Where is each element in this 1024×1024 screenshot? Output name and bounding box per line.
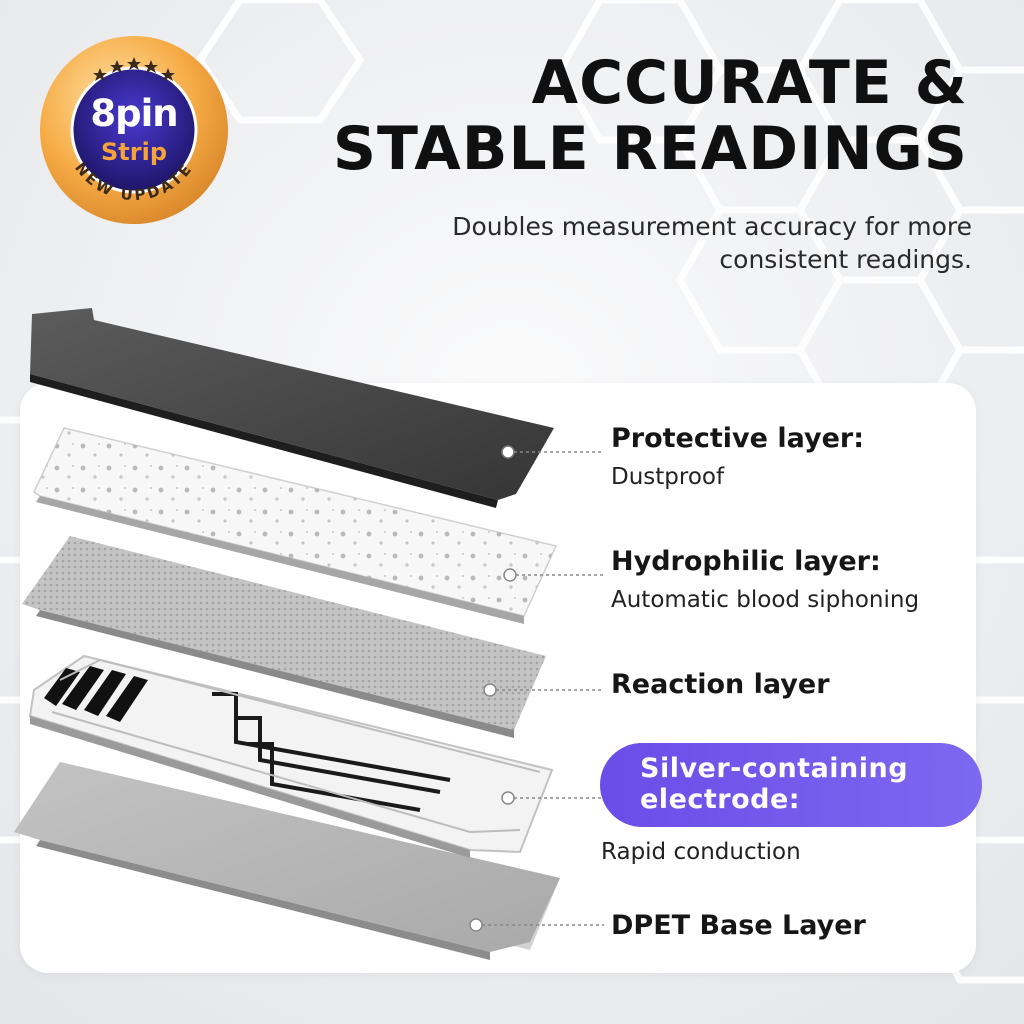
dpet-base-layer-art xyxy=(14,762,560,960)
badge-sub-text: Strip xyxy=(101,138,167,166)
headline-line-1: ACCURATE & xyxy=(531,48,968,118)
protective-layer-art xyxy=(30,308,554,508)
electrode-layer-title: Silver-containing electrode: xyxy=(640,753,909,815)
silver-electrode-layer-art xyxy=(28,654,554,858)
hydrophilic-layer-desc: Automatic blood siphoning xyxy=(611,587,920,613)
hydrophilic-layer-art xyxy=(33,427,558,624)
new-update-badge: NEW UPDATE 8pin Strip xyxy=(38,34,230,226)
reaction-layer-art xyxy=(22,536,546,738)
dpet-base-layer-title: DPET Base Layer xyxy=(611,910,866,941)
electrode-highlight-pill: Silver-containing electrode: xyxy=(600,743,982,827)
leader-lines xyxy=(482,451,604,926)
page-subtitle: Doubles measurement accuracy for more co… xyxy=(452,212,972,274)
badge-seal-icon: NEW UPDATE xyxy=(40,36,228,224)
protective-layer-desc: Dustproof xyxy=(611,464,725,490)
reaction-layer-title: Reaction layer xyxy=(611,669,830,700)
page-headline: ACCURATE & STABLE READINGS xyxy=(268,50,968,182)
protective-layer-title: Protective layer: xyxy=(611,423,865,454)
electrode-layer-desc: Rapid conduction xyxy=(601,839,801,865)
badge-main-text: 8pin xyxy=(90,92,178,135)
hydrophilic-layer-title: Hydrophilic layer: xyxy=(611,546,881,577)
headline-line-2: STABLE READINGS xyxy=(332,114,968,184)
